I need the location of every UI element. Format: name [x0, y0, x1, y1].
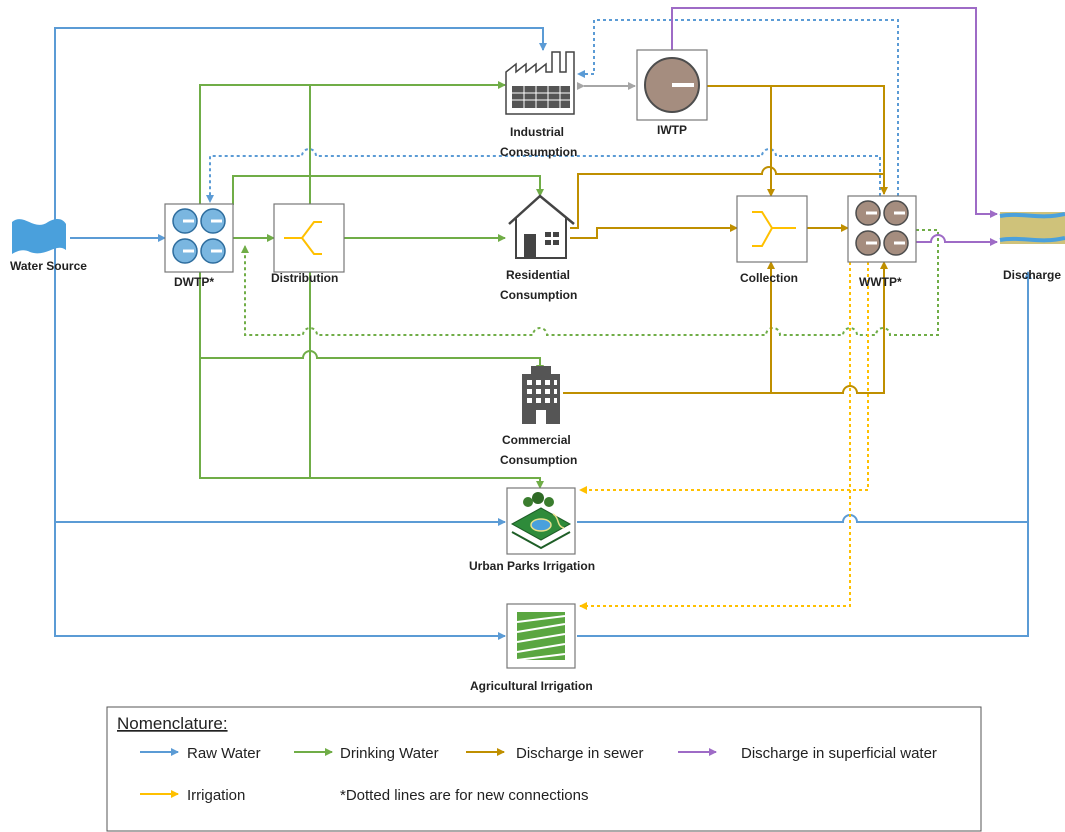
- iwtp-node: IWTP: [636, 49, 708, 137]
- dwtp-node: DWTP*: [164, 203, 234, 289]
- park-map-icon: [510, 492, 572, 550]
- dwtp-to-commercial: [199, 272, 544, 373]
- urban-parks-to-discharge: [577, 514, 1028, 523]
- legend-note: *Dotted lines are for new connections: [340, 787, 588, 804]
- water-source-node: Water Source: [10, 218, 87, 273]
- commercial-to-wwtp: [771, 261, 888, 394]
- urban-parks-node: Urban Parks Irrigation: [469, 487, 595, 573]
- river-icon: [999, 212, 1065, 244]
- iwtp-label: IWTP: [657, 123, 687, 137]
- residential-label-2: Consumption: [500, 288, 577, 302]
- residential-to-collection: [570, 224, 738, 239]
- wastewater-plant-icon: [855, 200, 909, 256]
- legend-discharge-superficial: Discharge in superficial water: [741, 745, 937, 762]
- treatment-plant-icon: [172, 208, 226, 264]
- wwtp-to-urban-parks: [579, 262, 869, 494]
- raw-water-new-lines: [206, 19, 899, 203]
- discharge-label: Discharge: [1003, 268, 1061, 282]
- agricultural-node: Agricultural Irrigation: [470, 603, 593, 693]
- legend-raw-water: Raw Water: [187, 745, 261, 762]
- distribution-node: Distribution: [271, 203, 345, 285]
- drinking-water-lines: [199, 81, 544, 489]
- wwtp-label: WWTP*: [859, 275, 902, 289]
- industrial-label-1: Industrial: [510, 125, 564, 139]
- wwtp-to-discharge: [916, 234, 998, 246]
- dwtp-to-residential: [232, 175, 544, 205]
- split-icon: [284, 221, 322, 255]
- iwtp-to-discharge: [671, 7, 998, 218]
- iwtp-return-to-industrial: [577, 19, 899, 196]
- dwtp-to-urban-parks: [199, 358, 544, 489]
- house-icon: [508, 194, 575, 259]
- legend-irrigation: Irrigation: [187, 787, 245, 804]
- collection-label: Collection: [740, 271, 798, 285]
- raw-to-agricultural: [54, 522, 506, 640]
- iwtp-to-collection: [707, 85, 775, 197]
- factory-icon: [505, 51, 575, 115]
- irrigation-new-lines: [579, 262, 869, 610]
- sewer-discharge-lines: [563, 85, 888, 394]
- distribution-label: Distribution: [271, 271, 338, 285]
- dwtp-to-industrial: [199, 81, 506, 205]
- wwtp-node: WWTP*: [847, 195, 917, 289]
- agricultural-label: Agricultural Irrigation: [470, 679, 593, 693]
- raw-to-industrial: [54, 27, 547, 238]
- industrial-node: Industrial Consumption: [500, 51, 577, 159]
- residential-node: Residential Consumption: [500, 194, 577, 302]
- commercial-node: Commercial Consumption: [500, 366, 577, 467]
- water-wave-icon: [12, 218, 66, 254]
- discharge-node: Discharge: [999, 212, 1065, 282]
- urban-parks-label: Urban Parks Irrigation: [469, 559, 595, 573]
- commercial-label-2: Consumption: [500, 453, 577, 467]
- wwtp-to-agricultural: [579, 262, 851, 610]
- agricultural-to-discharge: [577, 271, 1032, 637]
- collection-node: Collection: [736, 195, 808, 285]
- field-rows-icon: [516, 612, 566, 661]
- drinking-water-new-lines: [241, 229, 939, 336]
- residential-label-1: Residential: [506, 268, 570, 282]
- legend-discharge-sewer: Discharge in sewer: [516, 745, 644, 762]
- office-building-icon: [522, 366, 560, 424]
- legend-title: Nomenclature:: [117, 714, 228, 733]
- legend: Nomenclature: Raw Water Drinking Water D…: [106, 706, 982, 832]
- commercial-label-1: Commercial: [502, 433, 571, 447]
- industrial-label-2: Consumption: [500, 145, 577, 159]
- dwtp-label: DWTP*: [174, 275, 214, 289]
- merge-icon: [752, 211, 796, 247]
- wwtp-reuse-to-distribution: [241, 229, 939, 336]
- water-source-label: Water Source: [10, 259, 87, 273]
- residential-to-wwtp: [570, 166, 888, 229]
- legend-drinking-water: Drinking Water: [340, 745, 439, 762]
- iwtp-to-wwtp: [771, 85, 885, 174]
- superficial-discharge-lines: [671, 7, 998, 246]
